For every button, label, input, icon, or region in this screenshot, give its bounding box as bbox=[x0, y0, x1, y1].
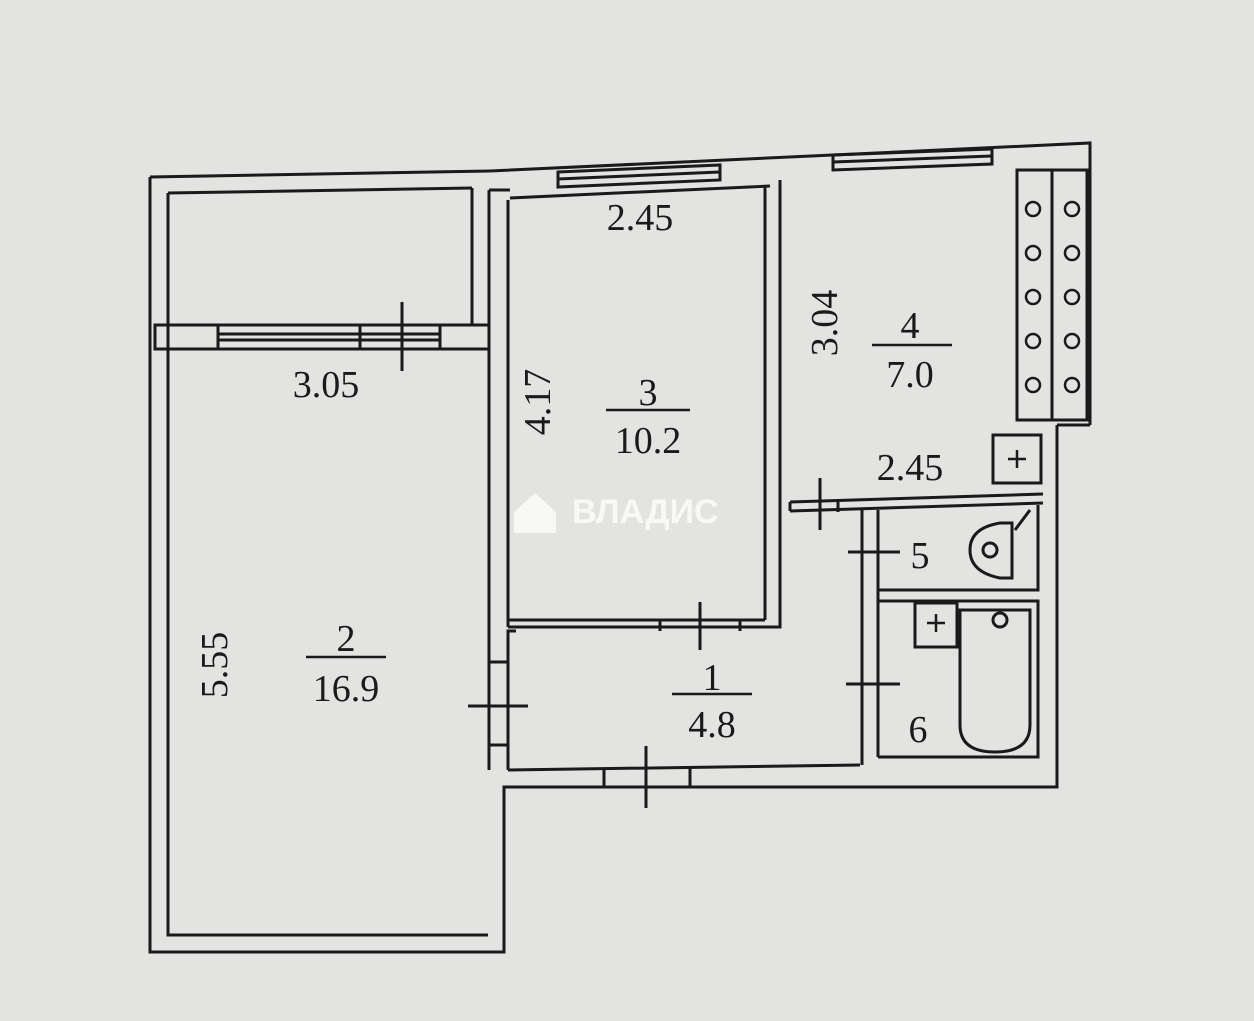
bathtub-fixture bbox=[913, 601, 1032, 754]
room3-walls bbox=[506, 180, 782, 770]
windows-top bbox=[556, 147, 994, 189]
room4-area: 7.0 bbox=[886, 354, 934, 396]
corridor-bottom-wall bbox=[507, 746, 861, 808]
room5-number: 5 bbox=[911, 535, 930, 577]
balcony-wall bbox=[153, 302, 491, 371]
dimension-room4-length: 3.04 bbox=[804, 290, 846, 357]
room1-area: 4.8 bbox=[688, 704, 736, 746]
dimension-room3-length: 4.17 bbox=[517, 369, 559, 436]
ventilation-icon bbox=[1024, 200, 1081, 394]
kitchen-corridor-wall bbox=[788, 478, 1044, 530]
bathrooms-walls bbox=[846, 505, 1040, 765]
house-icon bbox=[514, 493, 556, 533]
room3-number: 3 bbox=[639, 372, 658, 414]
toilet-fixture bbox=[968, 509, 1032, 580]
room6-number: 6 bbox=[909, 709, 928, 751]
kitchen-sink bbox=[991, 433, 1043, 485]
ventilation-block bbox=[1015, 168, 1089, 422]
watermark: ВЛАДИС bbox=[514, 493, 719, 533]
outer-walls bbox=[148, 141, 1092, 954]
dimension-room2-length: 5.55 bbox=[194, 632, 236, 699]
dimension-room3-width: 2.45 bbox=[607, 197, 674, 239]
dimension-room2-width: 3.05 bbox=[293, 364, 360, 406]
room1-number: 1 bbox=[703, 657, 722, 699]
dimension-room4-width: 2.45 bbox=[877, 447, 944, 489]
partition-room2-room3 bbox=[468, 188, 528, 770]
area-fraction-bars bbox=[306, 343, 952, 696]
watermark-text: ВЛАДИС bbox=[572, 493, 719, 531]
room2-area: 16.9 bbox=[313, 668, 380, 710]
room2-number: 2 bbox=[337, 618, 356, 660]
room3-area: 10.2 bbox=[615, 420, 682, 462]
room4-number: 4 bbox=[901, 305, 920, 347]
